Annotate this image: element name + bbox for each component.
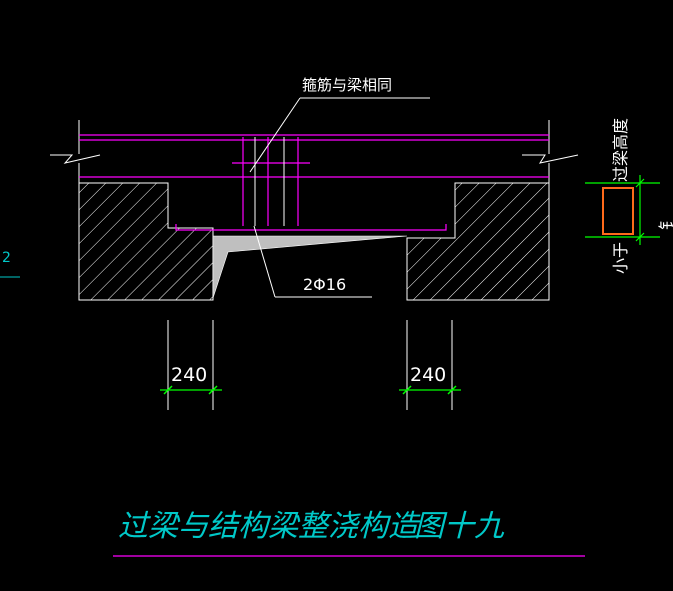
left-edge-mark: 2 xyxy=(2,250,11,266)
figure-number: 图十九 xyxy=(414,509,505,544)
dimension-right-value: 240 xyxy=(410,364,446,386)
side-dimension xyxy=(585,175,660,245)
dimension-left xyxy=(167,320,214,410)
stirrup-note-leader xyxy=(249,97,430,173)
rebar-note-leader xyxy=(253,225,372,298)
drawing-title: 过梁与结构梁整浇构造 xyxy=(118,509,421,544)
dimension-right-tick-a xyxy=(402,385,412,395)
stirrup-cage xyxy=(232,137,310,226)
stirrup-marks xyxy=(254,137,285,226)
slab-rebar-lines xyxy=(79,134,549,178)
dimension-left-value: 240 xyxy=(171,364,207,386)
support-left xyxy=(78,182,214,301)
side-note-lower: 小于 xyxy=(611,242,630,274)
rebar-note: 2Φ16 xyxy=(303,275,346,294)
slab-outline xyxy=(50,120,579,183)
lintel-bottom-rebar xyxy=(175,224,447,231)
dimension-right-tick-b xyxy=(447,385,457,395)
dimension-right xyxy=(406,320,453,410)
dimension-left-tick-a xyxy=(163,385,173,395)
lintel-wedge xyxy=(212,235,408,299)
stirrup-note: 箍筋与梁相同 xyxy=(302,76,392,94)
selection-highlight[interactable] xyxy=(602,187,634,235)
side-note-upper: 过梁高度 xyxy=(611,118,630,182)
side-note-edge: 钅 xyxy=(657,214,673,230)
dimension-left-tick-b xyxy=(208,385,218,395)
support-right xyxy=(406,182,550,301)
